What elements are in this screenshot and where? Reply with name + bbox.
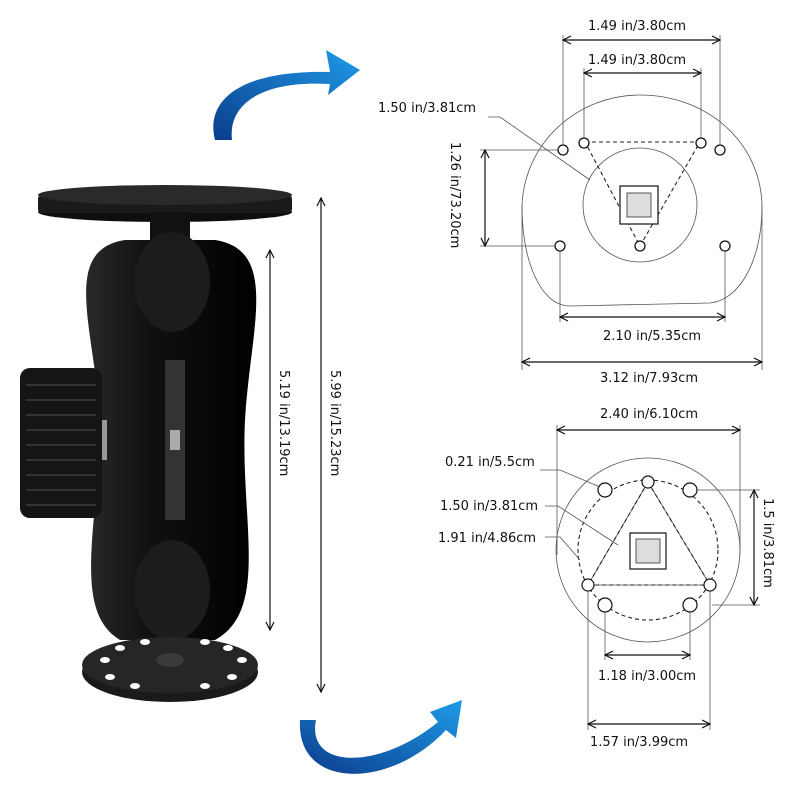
top-plate-width-label: 3.12 in/7.93cm — [600, 371, 698, 386]
bottom-plate-drawing: 2.40 in/6.10cm 0.21 in/5.5cm 1.50 in/3.8… — [438, 407, 775, 750]
top-outer-span-label: 1.49 in/3.80cm — [588, 19, 686, 34]
total-height-dimension: 5.99 in/15.23cm — [316, 196, 342, 694]
top-plate-drawing: 1.49 in/3.80cm 1.49 in/3.80cm 1.50 in/3.… — [378, 19, 764, 386]
ball-mount-product — [20, 185, 292, 702]
top-vertical-span-label: 1.26 in/73.20cm — [447, 142, 462, 248]
arm-length-label: 5.19 in/13.19cm — [276, 370, 291, 476]
bottom-plate-width-label: 2.40 in/6.10cm — [600, 407, 698, 422]
bottom-triangle-side-label: 1.50 in/3.81cm — [440, 499, 538, 514]
top-arrow-icon — [213, 50, 360, 140]
bottom-circle-diameter-label: 1.91 in/4.86cm — [438, 531, 536, 546]
top-triangle-side-label: 1.50 in/3.81cm — [378, 101, 476, 116]
bottom-inner-span-label: 1.18 in/3.00cm — [598, 669, 696, 684]
top-inner-span-label: 1.49 in/3.80cm — [588, 53, 686, 68]
bottom-outer-span-label: 1.57 in/3.99cm — [590, 735, 688, 750]
total-height-label: 5.99 in/15.23cm — [327, 370, 342, 476]
arm-length-dimension: 5.19 in/13.19cm — [265, 248, 291, 632]
bottom-vertical-span-label: 1.5 in/3.81cm — [760, 498, 775, 588]
bottom-arrow-icon — [299, 700, 462, 774]
bottom-hole-diameter-label: 0.21 in/5.5cm — [445, 455, 535, 470]
top-hole-span-label: 2.10 in/5.35cm — [603, 329, 701, 344]
